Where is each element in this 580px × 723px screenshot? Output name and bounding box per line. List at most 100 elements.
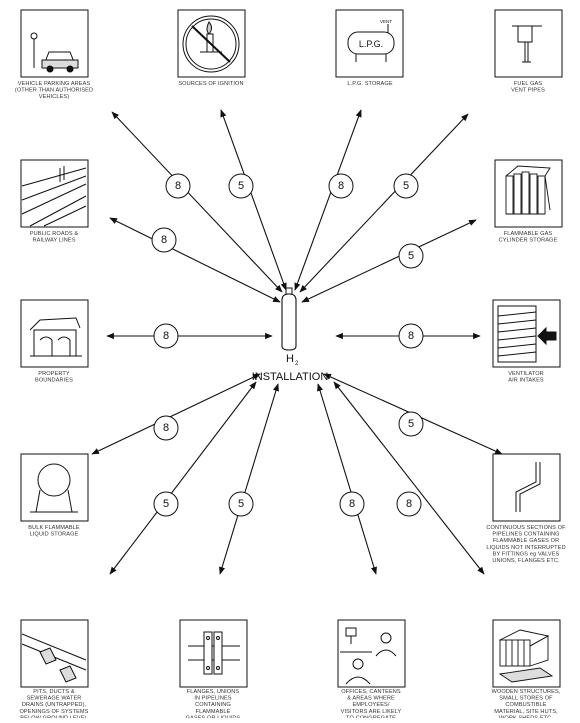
svg-text:8: 8: [338, 180, 344, 192]
box-vehicle-parking: [20, 9, 89, 78]
caption-line: & AREAS WHERE: [347, 696, 395, 702]
lpg-tank-text: L.P.G.: [359, 39, 383, 49]
arrow-fuel-pipes: [299, 113, 469, 293]
caption-line: UNIONS, FLANGES ETC.: [492, 558, 560, 564]
duct-icon: [21, 633, 87, 683]
distance-ventilator: 8: [398, 323, 424, 349]
caption-line: PITS, DUCTS &: [33, 689, 75, 695]
caption-line: BOUNDARIES: [35, 378, 73, 384]
flange-icon: [188, 631, 240, 675]
svg-text:8: 8: [406, 498, 412, 510]
distance-vehicle-parking: 8: [165, 173, 191, 199]
arrow-wooden: [333, 381, 485, 575]
people-icon: [340, 627, 397, 685]
caption-ignition: SOURCES OF IGNITION: [178, 81, 243, 87]
svg-text:5: 5: [238, 180, 244, 192]
caption-line: FLAMMABLE GASES OR: [493, 538, 559, 544]
box-pits: [20, 619, 89, 688]
distance-flanges: 5: [228, 491, 254, 517]
distance-bulk-liquid: 8: [153, 415, 179, 441]
caption-line: PIPELINES CONTAINING: [492, 532, 559, 538]
pipe-bend-icon: [515, 462, 541, 512]
arrow-ignition: [220, 109, 287, 291]
caption-line: OFFICES, CANTEENS: [341, 689, 401, 695]
sphere-tank-icon: [30, 463, 78, 513]
caption-line: PUBLIC ROADS &: [30, 231, 79, 237]
formula-h: H: [286, 353, 294, 365]
vent-pipe-icon: [512, 25, 542, 63]
box-bulk-liquid: [20, 453, 89, 522]
distance-pits: 5: [153, 491, 179, 517]
svg-text:5: 5: [408, 250, 414, 262]
cylinder-rack-icon: [505, 165, 551, 215]
caption-line: FLAMMABLE GAS: [504, 231, 553, 237]
distance-fuel-pipes: 5: [393, 173, 419, 199]
hydrogen-cylinder-icon: [281, 287, 297, 351]
caption-line: VISITORS ARE LIKELY: [341, 709, 402, 715]
distance-lpg: 8: [328, 173, 354, 199]
caption-line: LIQUIDS NOT INTERRUPTED: [486, 545, 565, 551]
box-ignition: [177, 9, 246, 78]
svg-text:8: 8: [161, 234, 167, 246]
lpg-tank-icon: [347, 24, 395, 62]
distance-property: 8: [153, 323, 179, 349]
caption-line: EMPLOYEES/: [352, 702, 389, 708]
louvre-icon: [497, 305, 557, 363]
caption-line: OPENINGS OF SYSTEMS: [19, 709, 88, 715]
distance-ignition: 5: [228, 173, 254, 199]
caption-line: VENTILATOR: [508, 371, 544, 377]
car-icon: [30, 32, 79, 73]
box-ventilator: [492, 299, 561, 368]
lpg-vent-text: VENT: [380, 19, 392, 24]
caption-line: FUEL GAS: [514, 81, 542, 87]
caption-line: CYLINDER STORAGE: [499, 238, 558, 244]
caption-line: DRAINS (UNTRAPPED),: [22, 702, 87, 708]
box-fuel-pipes: [494, 9, 563, 78]
shed-icon: [498, 629, 554, 683]
distance-wooden: 8: [396, 491, 422, 517]
caption-line: RAILWAY LINES: [32, 238, 75, 244]
installation-label: INSTALLATION: [252, 371, 329, 383]
formula-subscript: 2: [295, 361, 299, 367]
caption-line: SMALL STORES OF: [499, 696, 553, 702]
caption-line: WOODEN STRUCTURES,: [492, 689, 561, 695]
svg-text:8: 8: [408, 330, 414, 342]
caption-public-roads: PUBLIC ROADS &RAILWAY LINES: [30, 231, 79, 244]
distance-arrows: [91, 109, 503, 575]
box-wooden: [492, 619, 561, 688]
distance-offices: 8: [339, 491, 365, 517]
caption-vehicle-parking: VEHICLE PARKING AREAS(OTHER THAN AUTHORI…: [15, 81, 93, 100]
distance-pipelines: 5: [398, 411, 424, 437]
caption-line: LIQUID STORAGE: [30, 532, 79, 538]
caption-line: CONTAINING: [195, 702, 231, 708]
caption-line: VEHICLES): [39, 94, 69, 100]
caption-line: FLAMMABLE: [196, 709, 231, 715]
caption-line: VEHICLE PARKING AREAS: [18, 81, 91, 87]
svg-text:8: 8: [163, 330, 169, 342]
svg-text:5: 5: [238, 498, 244, 510]
distance-labels: 8 5 8 5 8 5 8 8 8 5 5 5 8 8: [151, 173, 424, 517]
caption-line: COMBUSTIBLE: [505, 702, 546, 708]
box-public-roads: [20, 159, 89, 228]
arrow-bulk-liquid: [91, 373, 261, 455]
caption-line: VENT PIPES: [511, 88, 545, 94]
box-lpg: L.P.G. VENT: [335, 9, 404, 78]
svg-text:8: 8: [163, 422, 169, 434]
caption-line: IN PIPELINES: [194, 696, 231, 702]
caption-line: MATERIAL, SITE HUTS,: [494, 709, 558, 715]
svg-text:5: 5: [408, 418, 414, 430]
arrow-flanges: [219, 383, 279, 575]
arrow-offices: [317, 383, 377, 575]
caption-line: BULK FLAMMABLE: [28, 525, 80, 531]
